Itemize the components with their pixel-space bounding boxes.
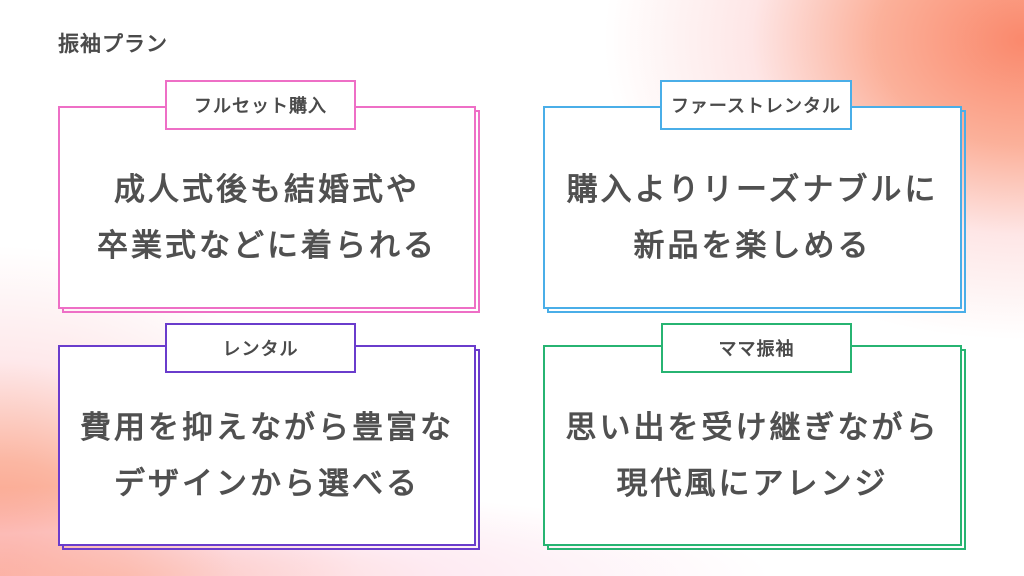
plan-label: レンタル xyxy=(165,323,356,373)
plan-label: ファーストレンタル xyxy=(660,80,852,130)
description-line: 新品を楽しめる xyxy=(633,227,872,264)
description-line: 費用を抑えながら豊富な xyxy=(80,409,454,446)
description-line: デザインから選べる xyxy=(114,465,420,502)
plan-description: 成人式後も結婚式や 卒業式などに着られる xyxy=(58,156,476,279)
description-line: 卒業式などに着られる xyxy=(97,227,437,264)
card-frame xyxy=(543,106,962,309)
plan-card-first-rental: ファーストレンタル 購入よりリーズナブルに 新品を楽しめる xyxy=(543,80,966,313)
description-line: 思い出を受け継ぎながら xyxy=(565,409,940,446)
plan-description: 購入よりリーズナブルに 新品を楽しめる xyxy=(543,156,962,279)
plan-label: フルセット購入 xyxy=(165,80,356,130)
description-line: 購入よりリーズナブルに xyxy=(566,171,939,208)
plan-card-rental: レンタル 費用を抑えながら豊富な デザインから選べる xyxy=(58,323,480,550)
plan-description: 費用を抑えながら豊富な デザインから選べる xyxy=(58,395,476,516)
description-line: 現代風にアレンジ xyxy=(616,465,889,502)
plan-card-full-set-purchase: フルセット購入 成人式後も結婚式や 卒業式などに着られる xyxy=(58,80,480,313)
plan-card-mama-furisode: ママ振袖 思い出を受け継ぎながら 現代風にアレンジ xyxy=(543,323,966,550)
description-line: 成人式後も結婚式や xyxy=(114,171,420,208)
plan-label: ママ振袖 xyxy=(661,323,852,373)
plan-description: 思い出を受け継ぎながら 現代風にアレンジ xyxy=(543,395,962,516)
page-title: 振袖プラン xyxy=(58,32,168,56)
